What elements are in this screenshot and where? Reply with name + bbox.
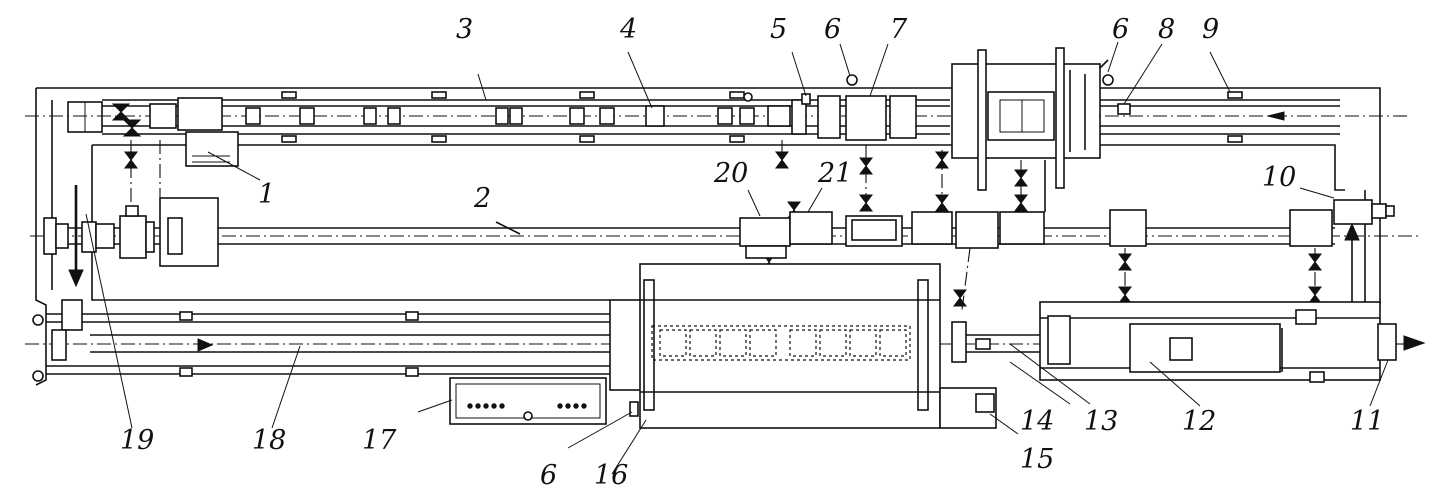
callout-13: 13 [1084,406,1118,437]
callout-20: 20 [713,158,748,189]
callout-21: 21 [817,158,852,189]
upper-conveyor [25,74,1410,167]
callout-4: 4 [619,14,637,45]
callout-12: 12 [1182,406,1216,437]
callout-3: 3 [456,14,473,45]
callout-9: 9 [1202,14,1219,45]
callout-16: 16 [594,460,628,491]
callout-labels: 1 2 3 4 5 6 7 6 8 9 10 11 12 13 14 15 16… [120,14,1384,491]
callout-15: 15 [1020,444,1054,475]
callout-7: 7 [890,14,908,45]
callout-5: 5 [770,14,787,45]
middle-line [30,160,1420,267]
lower-chamber [629,263,941,429]
callout-8: 8 [1158,14,1175,45]
callout-18: 18 [252,425,286,456]
callout-2: 2 [473,183,491,214]
callout-6: 6 [824,14,841,45]
callout-19: 19 [120,425,154,456]
callout-11: 11 [1350,406,1384,437]
callout-6c: 6 [540,460,557,491]
right-assembly [939,301,1397,429]
callout-1: 1 [258,179,275,210]
callout-17: 17 [362,425,397,456]
leader-lines [85,41,1389,475]
callout-6b: 6 [1112,14,1129,45]
upper-chamber [951,47,1131,191]
callout-14: 14 [1020,406,1054,437]
control-panel [449,377,607,425]
callout-10: 10 [1262,162,1296,193]
